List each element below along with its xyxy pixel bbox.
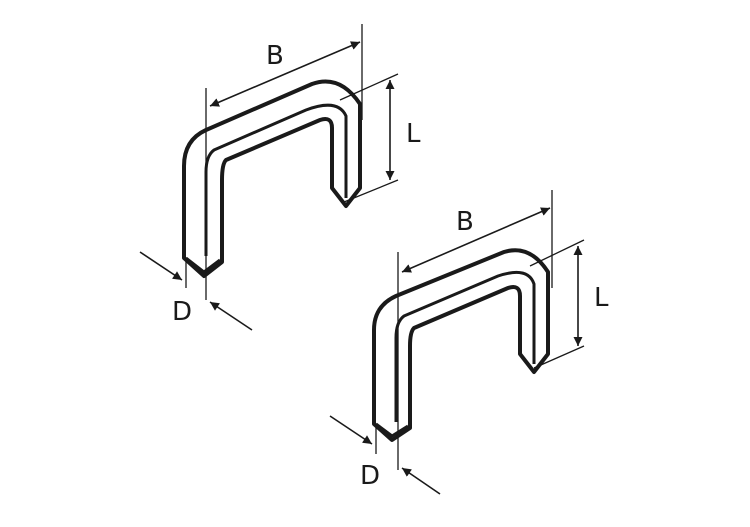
staple-small-l-label: L: [594, 283, 609, 313]
staple-large-l-ext-bottom: [343, 179, 399, 203]
staple-large-d-label: D: [172, 297, 192, 327]
staple-small-leg-end: [375, 422, 409, 438]
staple-large: B L D: [139, 24, 421, 331]
staple-small-l-ext-top: [529, 239, 585, 267]
staple-small-b-label: B: [456, 207, 474, 237]
staple-small-d-arrow-out: [401, 467, 441, 495]
staple-large-outer: [182, 79, 362, 278]
staple-small-l-ext-bottom: [533, 345, 585, 369]
staple-large-l-label: L: [406, 119, 421, 149]
staple-small-outer: [372, 248, 550, 442]
staple-small-b-arrow: [401, 207, 551, 273]
staple-large-inner: [204, 103, 348, 256]
staple-large-d-arrow-in: [139, 251, 183, 281]
staple-large-b-label: B: [266, 41, 284, 71]
staple-small-inner: [394, 270, 536, 422]
staple-large-d-arrow-out: [209, 301, 253, 331]
staple-small: B L D: [329, 190, 609, 495]
staple-small-d-label: D: [360, 461, 380, 491]
staple-large-b-arrow: [209, 41, 361, 107]
staple-large-l-ext-top: [339, 73, 399, 101]
staple-small-d-arrow-in: [329, 415, 373, 445]
staple-large-leg-end: [185, 256, 221, 274]
